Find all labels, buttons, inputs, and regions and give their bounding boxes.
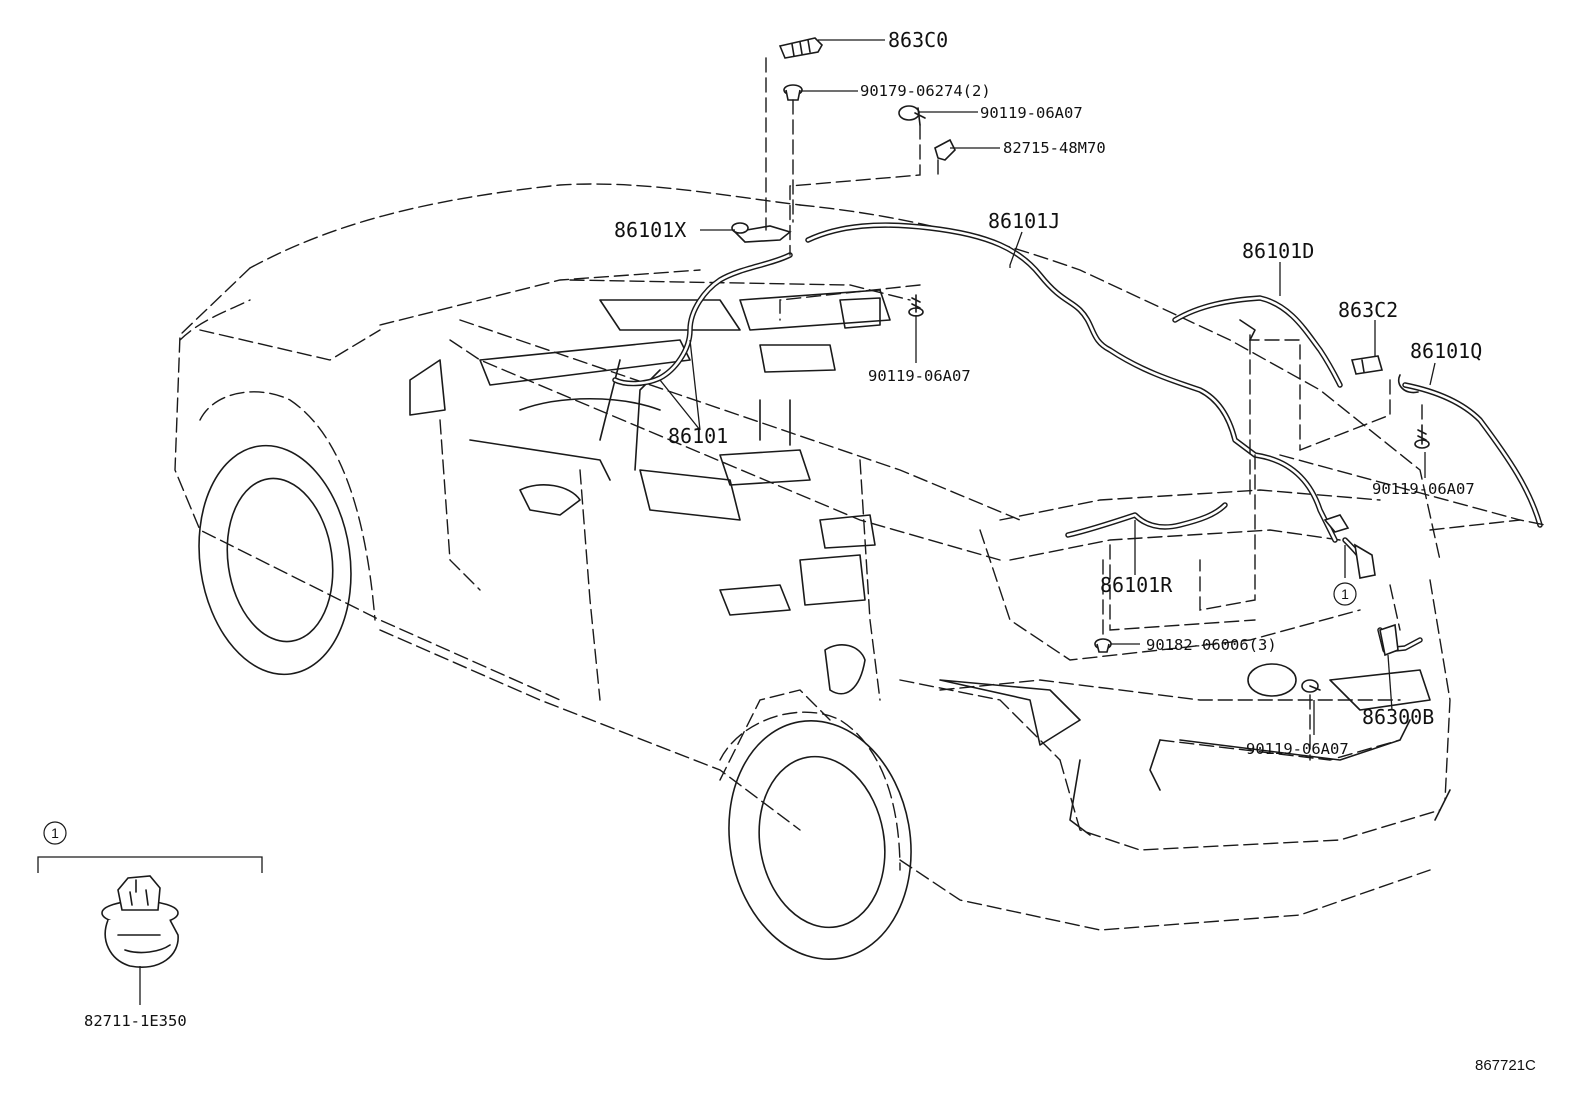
vehicle-outline (174, 183, 1451, 961)
label-86101D: 86101D (1242, 239, 1314, 263)
detail-marker-inset: 1 (51, 825, 59, 841)
part-863C2-connector (1350, 355, 1384, 375)
label-90119-06A07-mid: 90119-06A07 (868, 367, 971, 385)
label-90119-06A07-right: 90119-06A07 (1372, 480, 1475, 498)
part-86300B-connector (1379, 623, 1399, 657)
part-90182-clip (1094, 638, 1112, 653)
part-90119-bolt-top (898, 105, 926, 126)
label-90179-06274: 90179-06274(2) (860, 82, 991, 100)
part-86101X-connector (731, 222, 792, 243)
label-863C0: 863C0 (888, 28, 948, 52)
label-86101J: 86101J (988, 209, 1060, 233)
harness-86101R (1065, 502, 1228, 538)
clip-82711-icon (101, 875, 179, 1005)
harness-86101J (805, 222, 1338, 543)
label-863C2: 863C2 (1338, 298, 1398, 322)
harness-86101 (612, 252, 793, 387)
assembly-guides (765, 57, 1546, 761)
label-82715-48M70: 82715-48M70 (1003, 139, 1106, 157)
label-86101Q: 86101Q (1410, 339, 1482, 363)
label-82711-1E350: 82711-1E350 (84, 1012, 187, 1030)
label-86101R: 86101R (1100, 573, 1173, 597)
label-90119-06A07-bottom: 90119-06A07 (1246, 740, 1349, 758)
part-90119-bolt-mid (908, 294, 924, 317)
part-90179-nut (783, 84, 803, 101)
part-connector-hatch-right (1323, 514, 1376, 579)
part-82715-clamp (934, 138, 956, 161)
label-90182-06006: 90182-06006(3) (1146, 636, 1277, 654)
label-86101: 86101 (668, 424, 728, 448)
detail-marker-hatch: 1 (1341, 586, 1349, 602)
part-90119-bolt-right (1414, 424, 1430, 449)
leader-lines (659, 39, 1436, 735)
part-90119-bolt-bottom (1301, 679, 1321, 693)
label-86101X: 86101X (614, 218, 686, 242)
diagram-reference-code: 867721C (1475, 1057, 1536, 1074)
part-863C0-antenna (778, 37, 823, 59)
part-labels: 863C0 90179-06274(2) 90119-06A07 82715-4… (84, 28, 1536, 1074)
label-90119-06A07-top: 90119-06A07 (980, 104, 1083, 122)
detail-callout-group: 1 1 (37, 582, 1357, 1005)
label-86300B: 86300B (1362, 705, 1434, 729)
harness-86101Q (1398, 374, 1543, 528)
harness-86101D (1172, 295, 1343, 388)
